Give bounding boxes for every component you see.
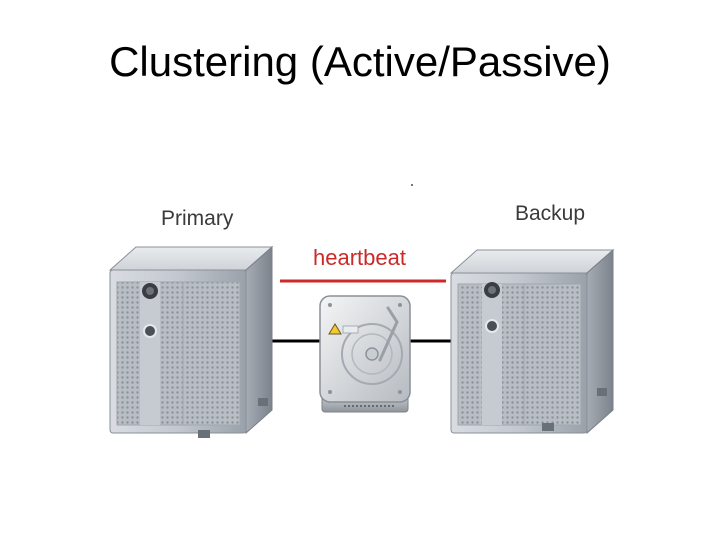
heartbeat-label: heartbeat bbox=[313, 245, 406, 270]
stray-mark bbox=[411, 184, 413, 186]
shared-disk-icon bbox=[319, 295, 411, 413]
backup-label: Backup bbox=[515, 202, 586, 225]
backup-server-icon bbox=[449, 248, 615, 435]
primary-server-icon bbox=[108, 245, 274, 438]
slide-title: Clustering (Active/Passive) bbox=[109, 38, 611, 85]
primary-label: Primary bbox=[161, 207, 234, 230]
